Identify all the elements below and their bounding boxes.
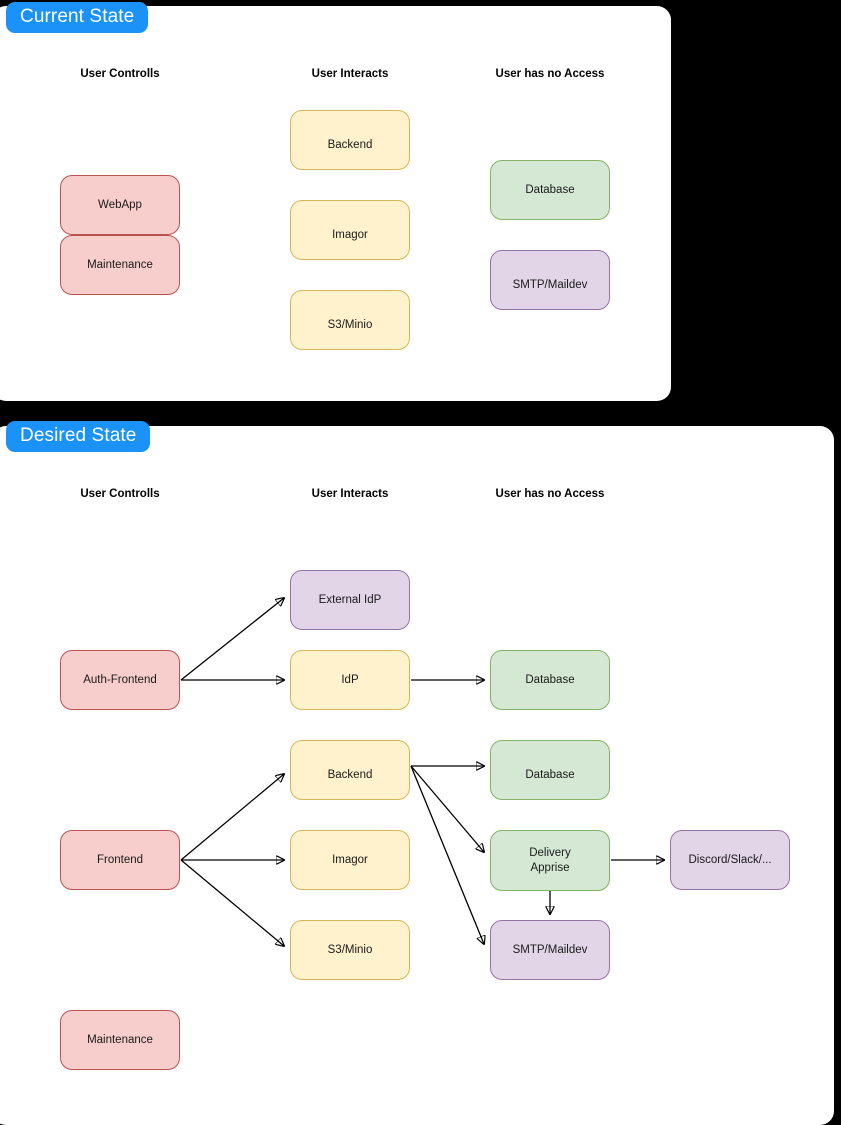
node-database-current[interactable]: Database (490, 160, 610, 220)
node-s3-minio-current[interactable]: S3/Minio (290, 290, 410, 350)
column-header-user-no-access-current: User has no Access (495, 68, 605, 80)
node-frontend-desired[interactable]: Frontend (60, 830, 180, 890)
node-backend-current[interactable]: Backend (290, 110, 410, 170)
column-header-user-interacts-desired: User Interacts (311, 488, 389, 500)
node-discord-slack-desired[interactable]: Discord/Slack/... (670, 830, 790, 890)
node-idp-desired[interactable]: IdP (290, 650, 410, 710)
node-maintenance-desired[interactable]: Maintenance (60, 1010, 180, 1070)
column-header-user-interacts-current: User Interacts (311, 68, 389, 80)
node-database-backend-desired[interactable]: Database (490, 740, 610, 800)
node-auth-frontend-desired[interactable]: Auth-Frontend (60, 650, 180, 710)
node-external-idp-desired[interactable]: External IdP (290, 570, 410, 630)
panel-title-desired-state: Desired State (6, 421, 151, 452)
node-delivery-apprise-desired[interactable]: Delivery Apprise (490, 830, 610, 891)
column-header-user-controls-desired: User Controlls (80, 488, 160, 500)
node-imagor-current[interactable]: Imagor (290, 200, 410, 260)
column-header-user-controls-current: User Controlls (80, 68, 160, 80)
node-backend-desired[interactable]: Backend (290, 740, 410, 800)
node-webapp-current[interactable]: WebApp (60, 175, 180, 235)
node-maintenance-current[interactable]: Maintenance (60, 235, 180, 295)
column-header-user-no-access-desired: User has no Access (495, 488, 605, 500)
node-imagor-desired[interactable]: Imagor (290, 830, 410, 890)
node-s3-minio-desired[interactable]: S3/Minio (290, 920, 410, 980)
node-smtp-maildev-current[interactable]: SMTP/Maildev (490, 250, 610, 310)
panel-title-current-state: Current State (6, 2, 149, 33)
node-smtp-maildev-desired[interactable]: SMTP/Maildev (490, 920, 610, 980)
node-database-idp-desired[interactable]: Database (490, 650, 610, 710)
